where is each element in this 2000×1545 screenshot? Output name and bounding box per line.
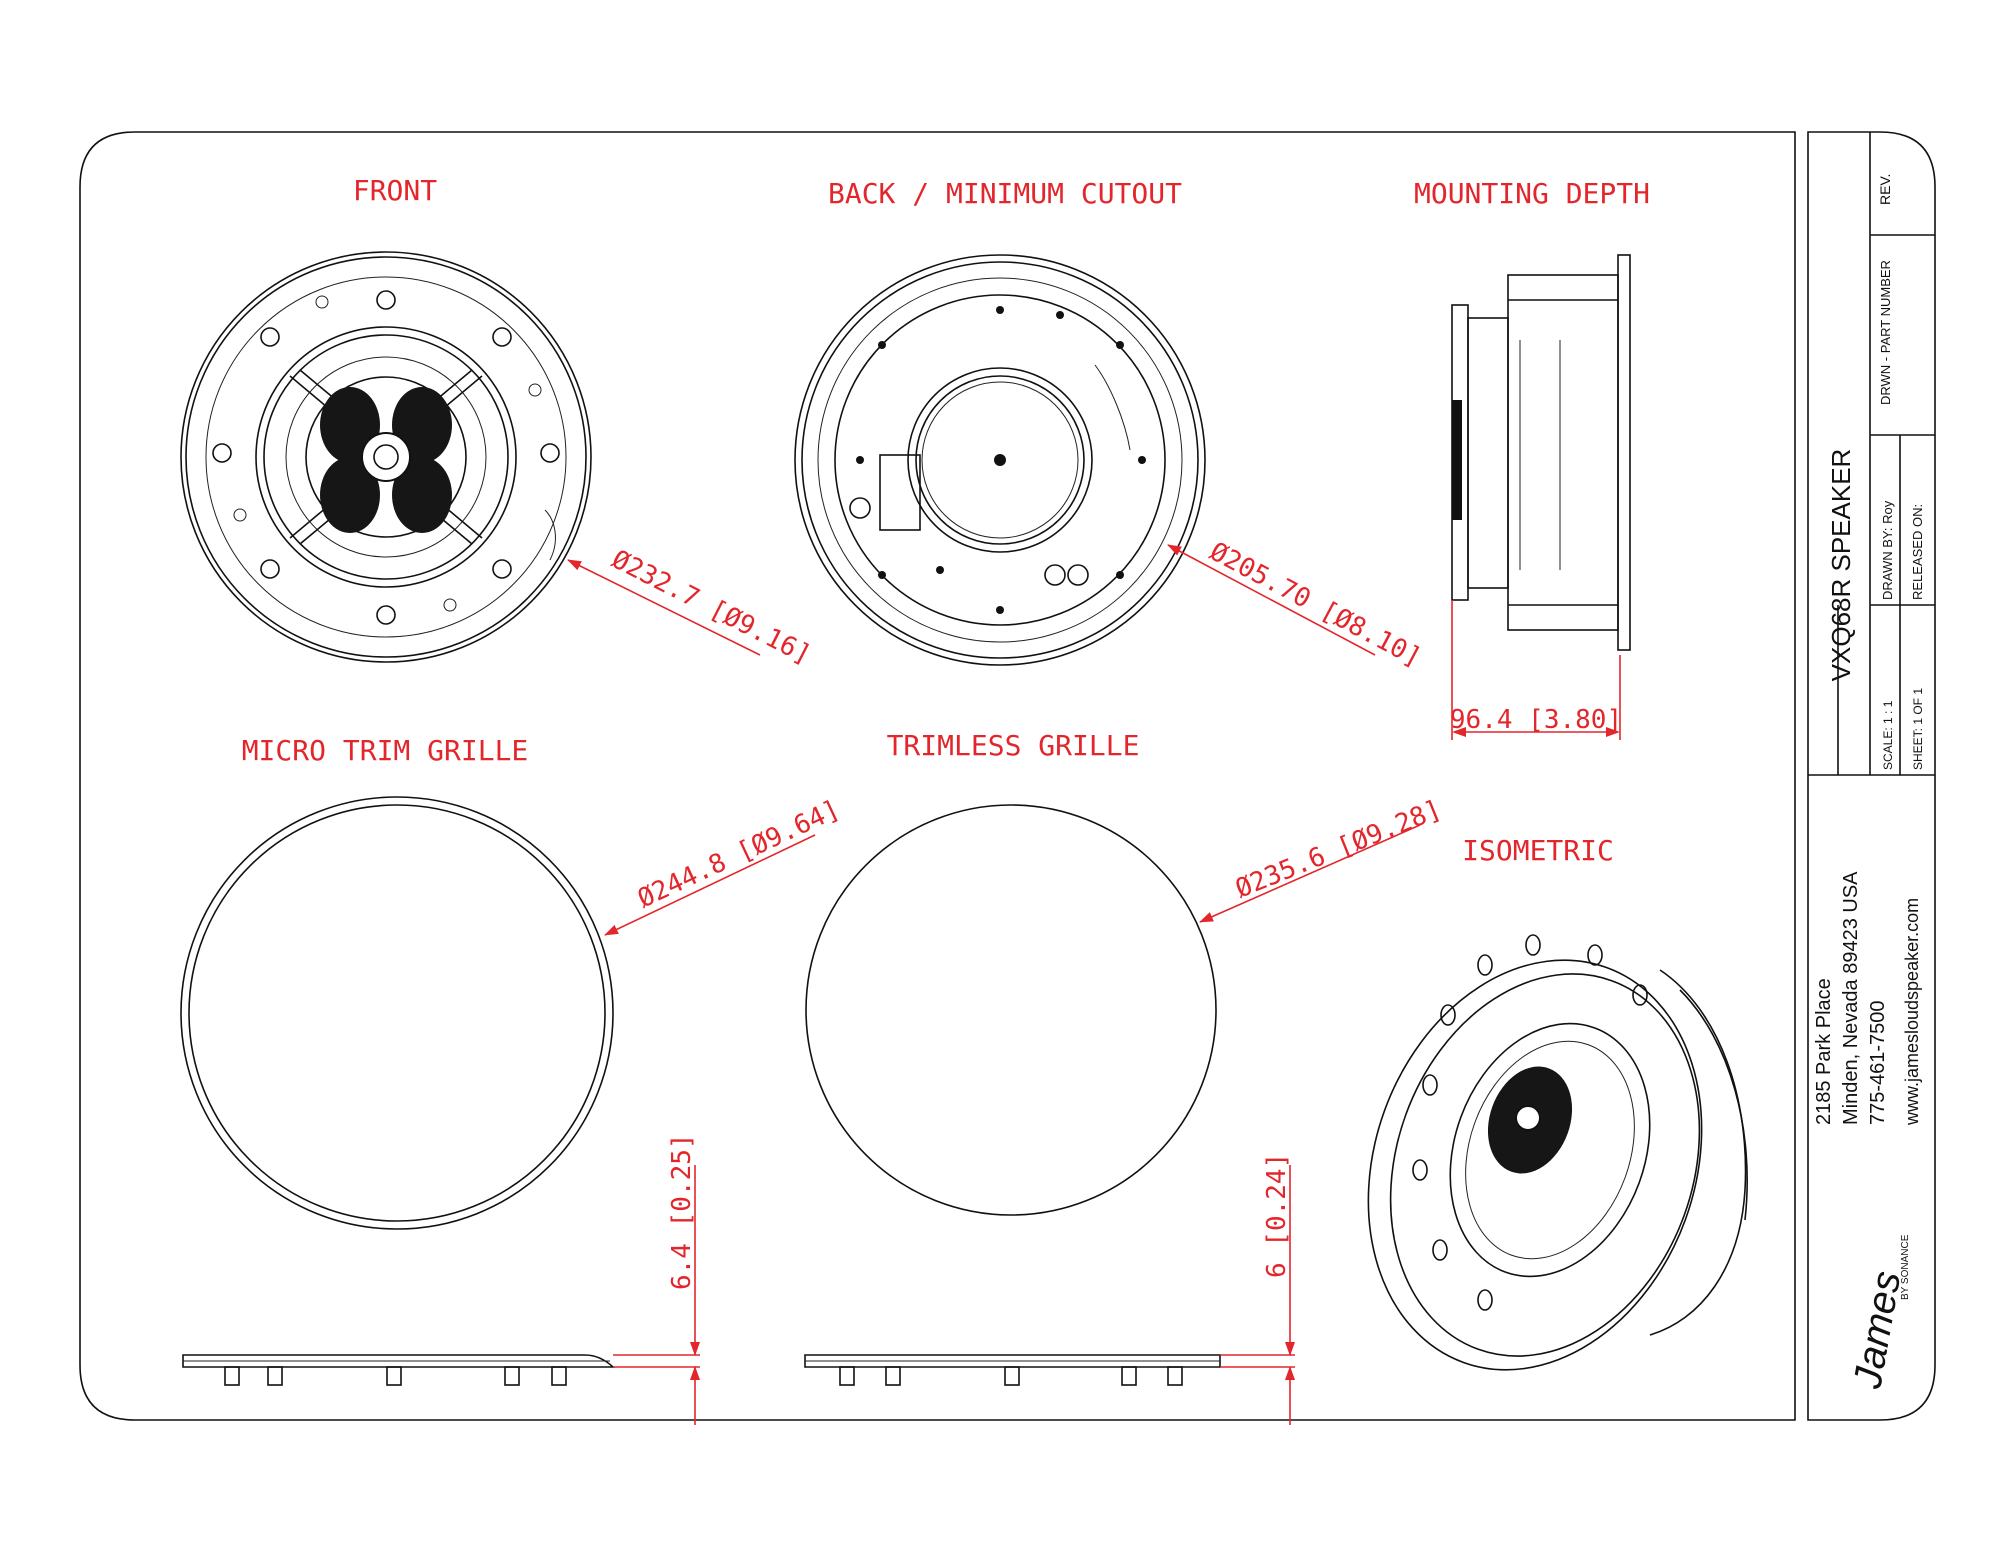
depth-view-title: MOUNTING DEPTH (1414, 177, 1650, 210)
front-dia-leader (567, 559, 761, 656)
front-view-drawing (180, 251, 592, 663)
isometric-drawing (1367, 934, 1748, 1371)
micro-trim-dia-label: Ø244.8 [Ø9.64] (633, 795, 844, 915)
front-dia-label: Ø232.7 [Ø9.16] (607, 545, 816, 671)
phone: 775-461-7500 (1867, 1000, 1889, 1125)
title-block (1807, 131, 1936, 1421)
micro-trim-title: MICRO TRIM GRILLE (242, 734, 529, 767)
micro-trim-profile (182, 1354, 616, 1386)
released-on: RELEASED ON: (1910, 504, 1925, 600)
part-number-label: DRWN - PART NUMBER (1878, 260, 1893, 405)
sheet: SHEET: 1 OF 1 (1911, 688, 1925, 770)
depth-label: 96.4 [3.80] (1450, 705, 1622, 735)
back-view-drawing (794, 254, 1206, 666)
back-dia-label: Ø205.70 [Ø8.10] (1205, 537, 1426, 674)
trimless-thick-label: 6 [0.24] (1262, 1153, 1292, 1278)
company-logo-sub: BY SONANCE (1900, 1234, 1911, 1300)
micro-trim-thick-label: 6.4 [0.25] (667, 1133, 697, 1290)
address-line-1: 2185 Park Place (1813, 978, 1835, 1125)
front-view-title: FRONT (353, 174, 437, 207)
product-name: VXQ68R SPEAKER (1826, 449, 1856, 682)
website: www.jamesloudspeaker.com (1902, 898, 1922, 1126)
depth-view-drawing (1451, 254, 1631, 651)
micro-trim-grille-outline (180, 796, 614, 1230)
trimless-grille-outline (805, 804, 1217, 1216)
isometric-title: ISOMETRIC (1462, 834, 1614, 867)
trimless-profile (804, 1354, 1221, 1386)
drawn-by: DRAWN BY: Roy (1880, 500, 1895, 600)
trimless-title: TRIMLESS GRILLE (887, 729, 1140, 762)
address-line-2: Minden, Nevada 89423 USA (1840, 871, 1862, 1125)
scale: SCALE: 1 : 1 (1881, 700, 1895, 770)
trimless-dia-label: Ø235.6 [Ø9.28] (1231, 795, 1445, 905)
back-view-title: BACK / MINIMUM CUTOUT (828, 177, 1182, 210)
sheet-border (79, 131, 1796, 1421)
back-dia-leader (1167, 544, 1376, 656)
rev-label: REV. (1877, 174, 1893, 205)
trimless-dia-leader (1199, 824, 1421, 923)
micro-trim-dia-leader (604, 834, 816, 936)
